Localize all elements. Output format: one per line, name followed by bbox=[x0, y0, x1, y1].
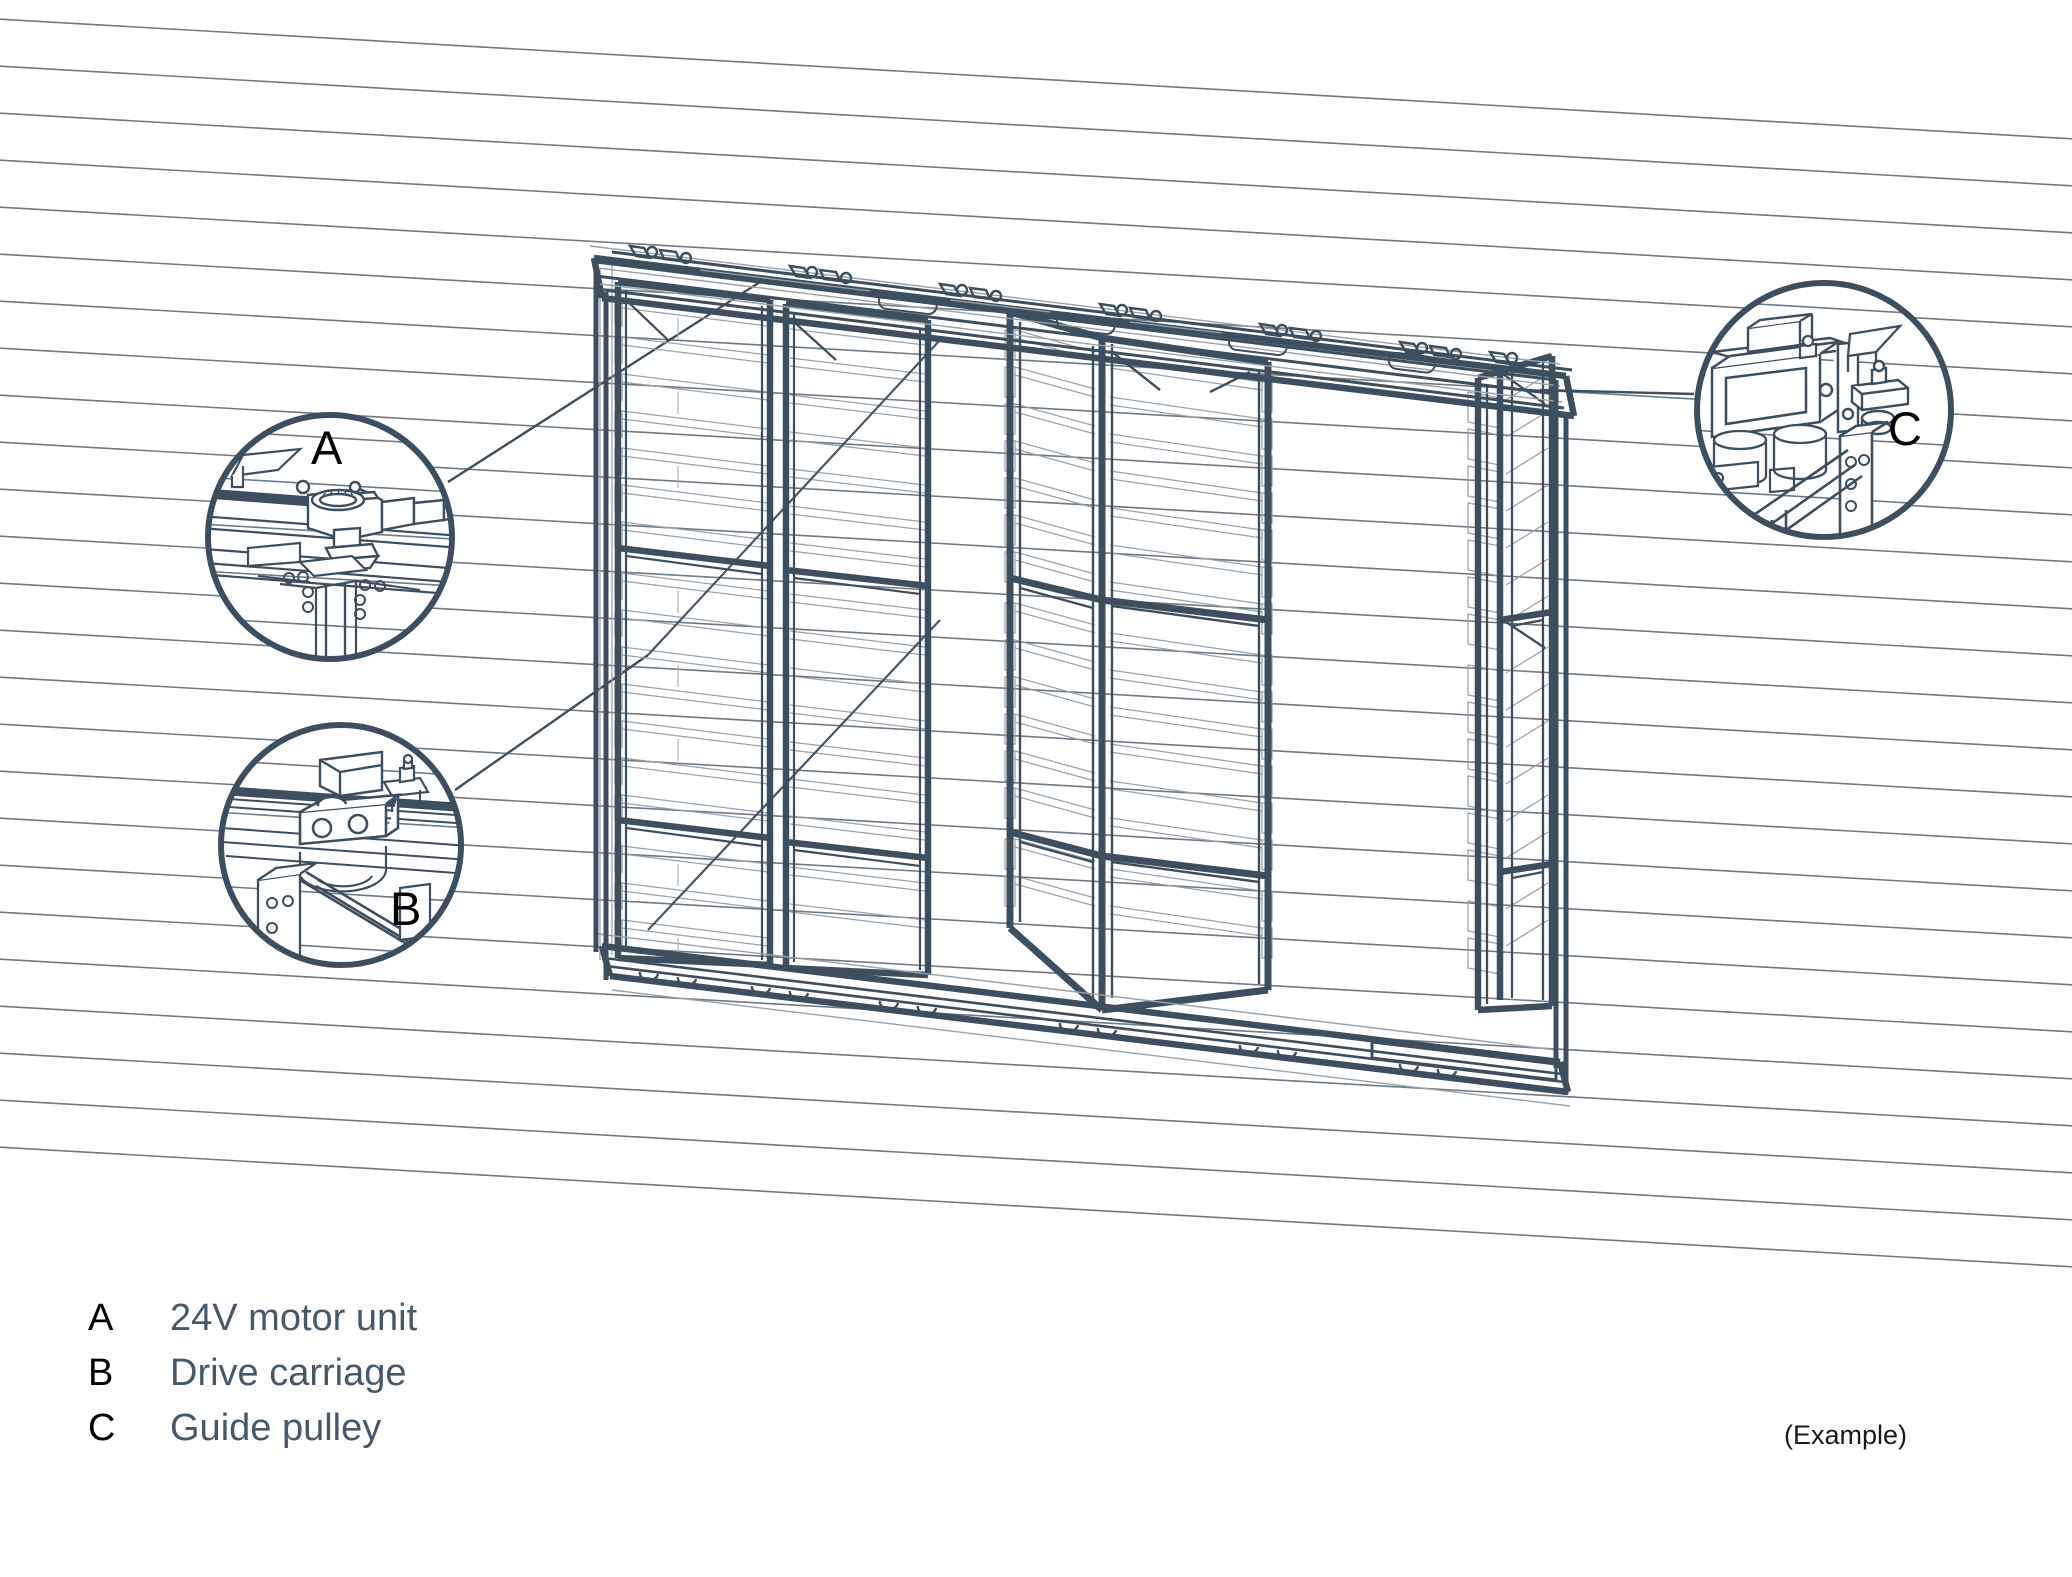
callout-bubble-b[interactable] bbox=[215, 722, 470, 968]
panel-stacked-right bbox=[1467, 352, 1556, 1014]
upper-running-track bbox=[589, 244, 1578, 420]
legend-key-a: A bbox=[88, 1297, 114, 1339]
legend-key-b: B bbox=[88, 1352, 114, 1394]
callout-bubble-a[interactable] bbox=[200, 412, 470, 681]
lower-guide-rail bbox=[597, 933, 1572, 1107]
panel-left-closed bbox=[614, 278, 941, 979]
callout-letter-c: C bbox=[1888, 402, 1922, 455]
legend-row: C Guide pulley bbox=[88, 1400, 381, 1456]
legend-row: A 24V motor unit bbox=[88, 1290, 417, 1346]
legend-key-c: C bbox=[88, 1407, 116, 1449]
legend-label-c: Guide pulley bbox=[170, 1407, 382, 1449]
shutter-assembly bbox=[589, 244, 1578, 1107]
callout-letter-b: B bbox=[390, 882, 422, 935]
legend-row: B Drive carriage bbox=[88, 1345, 407, 1401]
legend-label-b: Drive carriage bbox=[170, 1352, 407, 1394]
legend-label-a: 24V motor unit bbox=[170, 1297, 418, 1339]
panel-folded-open bbox=[1004, 308, 1273, 1014]
callout-bubble-c[interactable] bbox=[1690, 280, 1960, 576]
example-note: (Example) bbox=[1784, 1420, 1908, 1450]
callout-letter-a: A bbox=[311, 421, 343, 474]
legend: A 24V motor unit B Drive carriage C Guid… bbox=[0, 1290, 2072, 1470]
